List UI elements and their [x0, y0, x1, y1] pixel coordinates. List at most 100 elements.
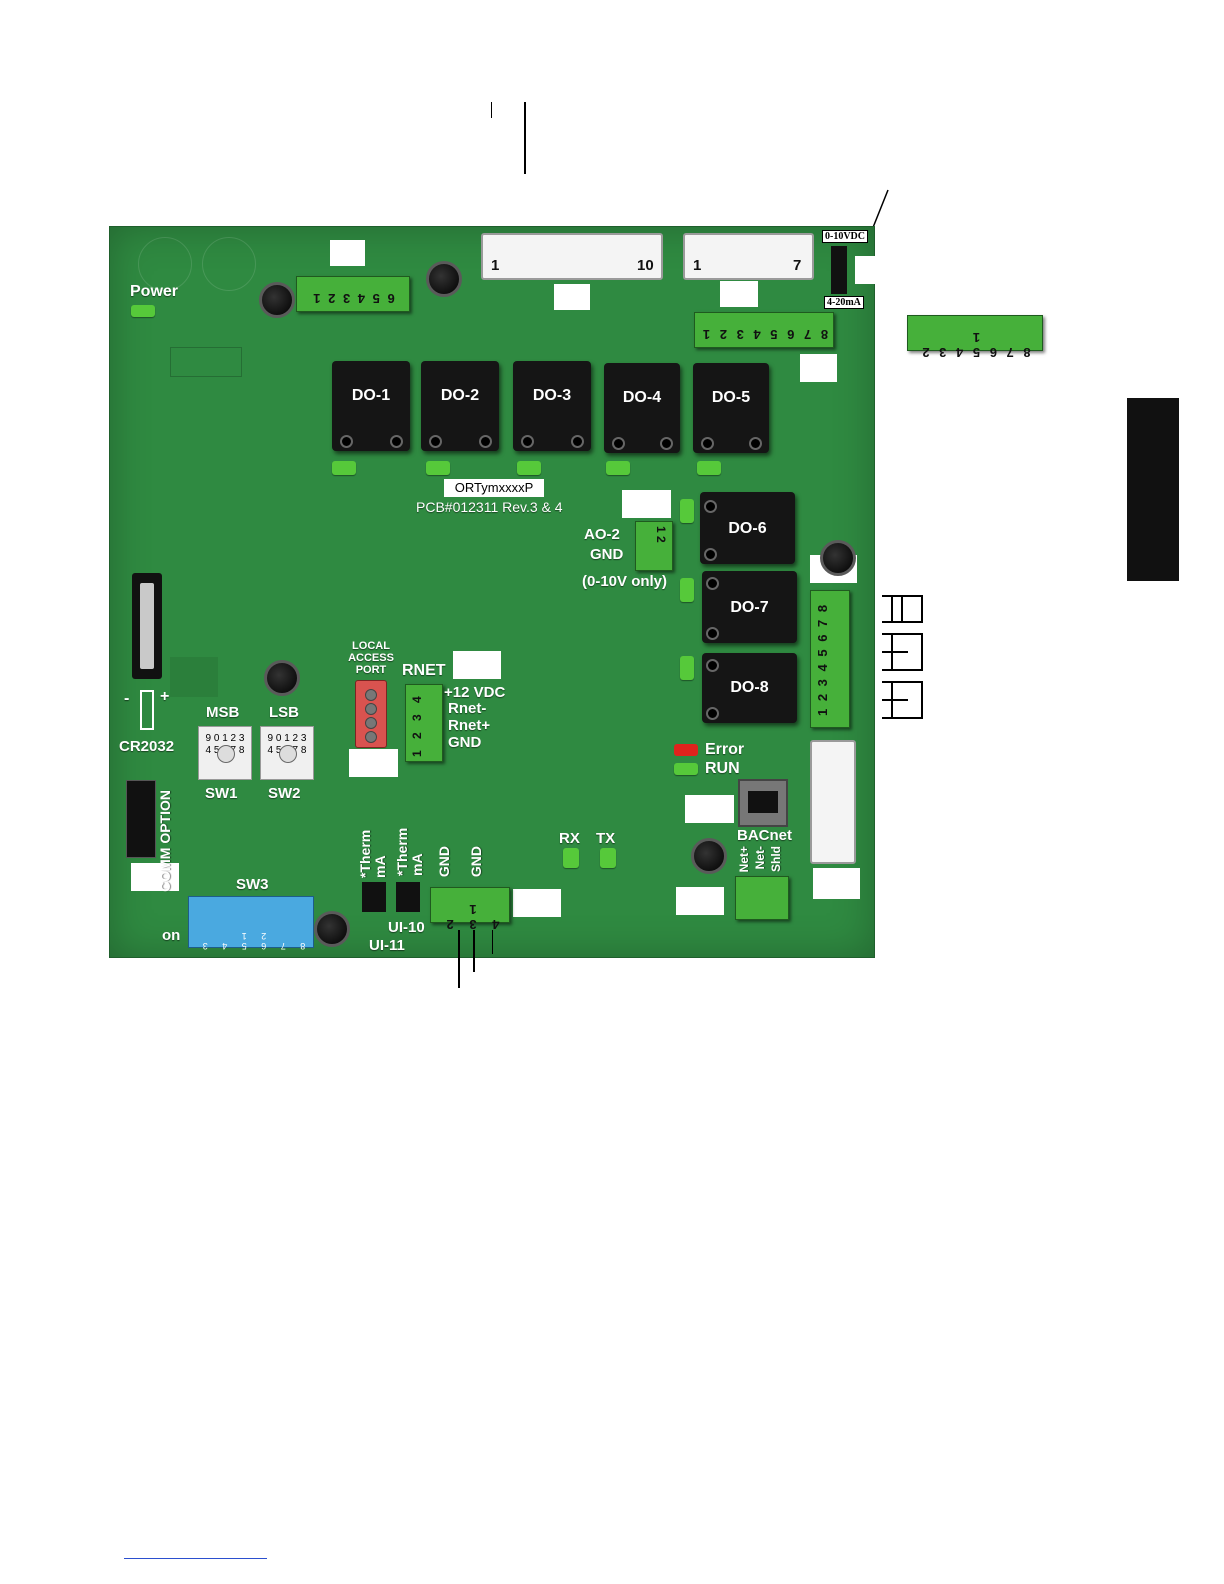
gnd-label-1: GND: [436, 846, 452, 878]
relay-do-7: DO-7: [702, 571, 797, 643]
header7-last-number: 7: [793, 257, 802, 274]
ao2-label: AO-2: [584, 526, 620, 543]
callout-box: [513, 889, 561, 917]
board-trace-decoration: [170, 347, 242, 377]
part-number-label: ORTymxxxxP: [444, 479, 544, 497]
therm-jumper-1[interactable]: [362, 882, 386, 912]
rx-led: [563, 848, 579, 868]
local-access-port-label: LOCAL ACCESS PORT: [348, 640, 394, 676]
dip-numbers: 8 7 6 5 4 3 2 1: [196, 931, 306, 951]
battery-minus: -: [124, 690, 130, 707]
callout-box: [800, 354, 837, 382]
rotary-switch-sw1[interactable]: 9 0 1 2 3 4 5 6 7 8: [198, 726, 252, 780]
terminal-numbers: 8 7 6 5 4 3 2 1: [699, 327, 829, 342]
terminal-numbers: 6 5 4 3 2 1: [311, 291, 395, 306]
relay-label: DO-4: [622, 389, 662, 406]
ao2-terminal: 1 2: [635, 521, 673, 571]
header7-first-number: 1: [693, 257, 702, 274]
relay-do-4: DO-4: [604, 363, 680, 453]
bacnet-terminal: [735, 876, 789, 920]
mounting-hole: [314, 911, 350, 947]
sw1-label: SW1: [205, 785, 238, 802]
run-label: RUN: [705, 760, 740, 777]
relay-label: DO-1: [351, 387, 391, 404]
mounting-hole: [820, 540, 856, 576]
rnet-pin-1: +12 VDC: [444, 684, 506, 701]
msb-label: MSB: [206, 704, 240, 721]
relay-do-2: DO-2: [421, 361, 499, 451]
sw2-label: SW2: [268, 785, 301, 802]
bacnet-pin-net-plus: Net+: [737, 846, 751, 873]
pcb-revision-label: PCB#012311 Rev.3 & 4: [416, 499, 563, 515]
header10-last-number: 10: [637, 257, 654, 274]
tx-led: [600, 848, 616, 868]
relay-label: DO-7: [730, 599, 769, 616]
callout-box: [685, 795, 734, 823]
bacnet-label: BACnet: [737, 827, 792, 844]
board-trace-decoration: [170, 657, 218, 697]
therm-ma-label-2: *Therm mA: [394, 827, 425, 876]
callout-box: [676, 887, 724, 915]
rnet-pin-4: GND: [448, 734, 482, 751]
mounting-hole: [259, 282, 295, 318]
wiring-brackets: [882, 595, 923, 719]
battery-fuse-icon: [140, 690, 154, 730]
bacnet-rj-port[interactable]: [738, 779, 788, 827]
callout-box: [330, 240, 365, 266]
relay-do-5: DO-5: [693, 363, 769, 453]
relay-led-do-8: [680, 656, 694, 680]
jumper-bottom-label: 4-20mA: [824, 296, 864, 309]
lsb-label: LSB: [269, 704, 299, 721]
relay-led-do-6: [680, 499, 694, 523]
jumper-leader-line: [871, 189, 889, 231]
relay-led-do-7: [680, 578, 694, 602]
terminal-block-6pin: 6 5 4 3 2 1: [296, 276, 410, 312]
relay-do-6: DO-6: [700, 492, 795, 564]
therm-ma-label-1: *Therm mA: [357, 829, 388, 878]
callout-box: [813, 868, 860, 899]
comm-option-header[interactable]: [126, 780, 156, 858]
callout-box: [720, 281, 758, 307]
dip-switch-sw3[interactable]: 8 7 6 5 4 3 2 1: [188, 896, 314, 951]
rotary-switch-sw2[interactable]: 9 0 1 2 3 4 5 6 7 8: [260, 726, 314, 780]
relay-label: DO-6: [728, 520, 767, 537]
relay-led-do-3: [517, 461, 541, 475]
relay-led-do-4: [606, 461, 630, 475]
local-access-port[interactable]: [355, 680, 387, 748]
battery-label: CR2032: [119, 738, 175, 755]
callout-box: [453, 651, 501, 679]
therm-jumper-2[interactable]: [396, 882, 420, 912]
power-label: Power: [130, 283, 179, 300]
rnet-terminal: 1 2 3 4: [405, 684, 443, 762]
mounting-hole: [691, 838, 727, 874]
relay-do-3: DO-3: [513, 361, 591, 451]
battery-plus: +: [160, 688, 170, 705]
header-6pin-vertical: [810, 740, 856, 864]
ao2-numbers: 1 2: [654, 526, 668, 543]
run-led: [674, 763, 698, 775]
leader-line: [473, 930, 475, 972]
bacnet-pin-shield: Shld: [769, 846, 783, 872]
relay-led-do-5: [697, 461, 721, 475]
error-label: Error: [705, 741, 745, 758]
terminal-numbers: 8 7 6 5 4 3 2 1: [919, 330, 1031, 360]
ui-terminal-4pin: 4 3 2 1: [430, 887, 510, 932]
relay-label: DO-3: [532, 387, 572, 404]
callout-box: [855, 256, 877, 284]
relay-do-1: DO-1: [332, 361, 410, 451]
relay-label: DO-8: [730, 679, 769, 696]
leader-line: [524, 102, 526, 174]
leader-line: [492, 930, 493, 954]
rotary-dial-icon: [279, 745, 297, 763]
ui11-label: UI-11: [369, 937, 405, 954]
board-trace-decoration: [138, 237, 192, 291]
ui-terminal-numbers: 4 3 2 1: [440, 902, 500, 932]
tx-label: TX: [596, 830, 616, 847]
relay-led-do-2: [426, 461, 450, 475]
board-trace-decoration: [202, 237, 256, 291]
power-led: [131, 305, 155, 317]
relay-label: DO-5: [711, 389, 751, 406]
sw3-on-label: on: [162, 927, 181, 944]
terminal-numbers: 1 2 3 4 5 6 7 8: [815, 602, 830, 716]
section-tab: [1127, 398, 1179, 581]
